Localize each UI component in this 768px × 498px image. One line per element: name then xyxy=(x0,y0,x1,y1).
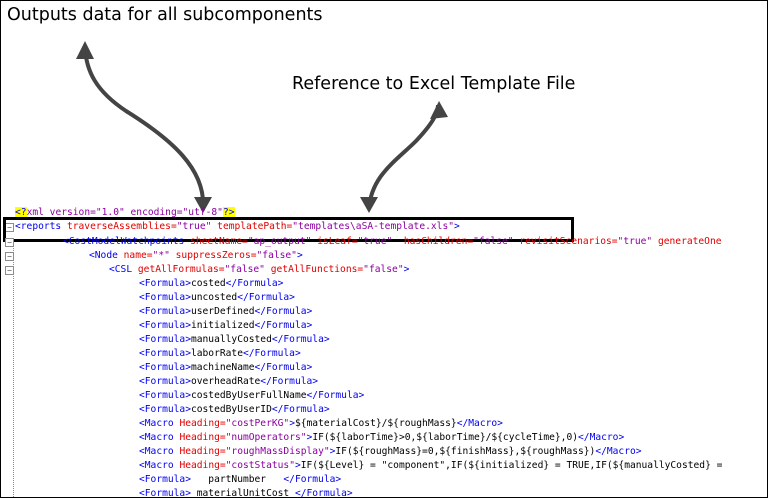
formula-line: <Formula>overheadRate</Formula> xyxy=(139,376,319,387)
reports-line: <reports traverseAssemblies="true" templ… xyxy=(15,221,460,232)
formula-line: <Formula>costedByUserID</Formula> xyxy=(139,404,330,415)
formula-line: <Formula>machineName</Formula> xyxy=(139,362,313,373)
macro-line: <Macro Heading="costStatus">IF(${Level} … xyxy=(139,460,723,471)
fold-toggle-watchpoints[interactable]: − xyxy=(5,238,14,247)
annotation-template-file: Reference to Excel Template File xyxy=(292,74,576,94)
formula-line: <Formula> materialUnitCost </Formula> xyxy=(139,488,353,498)
csl-line: <CSL getAllFormulas="false" getAllFuncti… xyxy=(109,264,410,275)
fold-toggle-csl[interactable]: − xyxy=(5,266,14,275)
xml-declaration-line: <?xml version="1.0" encoding="utf-8"?> xyxy=(15,207,235,218)
macro-line: <Macro Heading="numOperators">IF(${labor… xyxy=(139,432,625,443)
formula-line: <Formula>costedByUserFullName</Formula> xyxy=(139,390,365,401)
fold-gutter xyxy=(13,241,14,497)
arrowhead-right-bottom xyxy=(360,197,378,213)
macro-line: <Macro Heading="costPerKG">${materialCos… xyxy=(139,418,503,429)
fold-toggle-node[interactable]: − xyxy=(5,252,14,261)
node-line: <Node name="*" suppressZeros="false"> xyxy=(89,250,303,261)
arrowhead-left-top xyxy=(76,41,94,59)
formula-line: <Formula>costed</Formula> xyxy=(139,278,284,289)
formula-line: <Formula> partNumber </Formula> xyxy=(139,474,342,485)
arrowhead-left-bottom xyxy=(194,197,212,213)
macro-line: <Macro Heading="roughMassDisplay">IF(${r… xyxy=(139,446,642,457)
formula-line: <Formula>initialized</Formula> xyxy=(139,320,313,331)
formula-line: <Formula>uncosted</Formula> xyxy=(139,292,295,303)
annotation-subcomponents: Outputs data for all subcomponents xyxy=(7,5,323,25)
formula-line: <Formula>manuallyCosted</Formula> xyxy=(139,334,330,345)
arrowhead-right-top xyxy=(430,101,448,119)
watchpoints-line: <CostModelWatchpoints sheetName="ap_outp… xyxy=(63,236,722,247)
reports-highlight-box xyxy=(3,217,574,242)
formula-line: <Formula>userDefined</Formula> xyxy=(139,306,313,317)
arrow-left xyxy=(83,46,206,210)
formula-line: <Formula>laborRate</Formula> xyxy=(139,348,301,359)
